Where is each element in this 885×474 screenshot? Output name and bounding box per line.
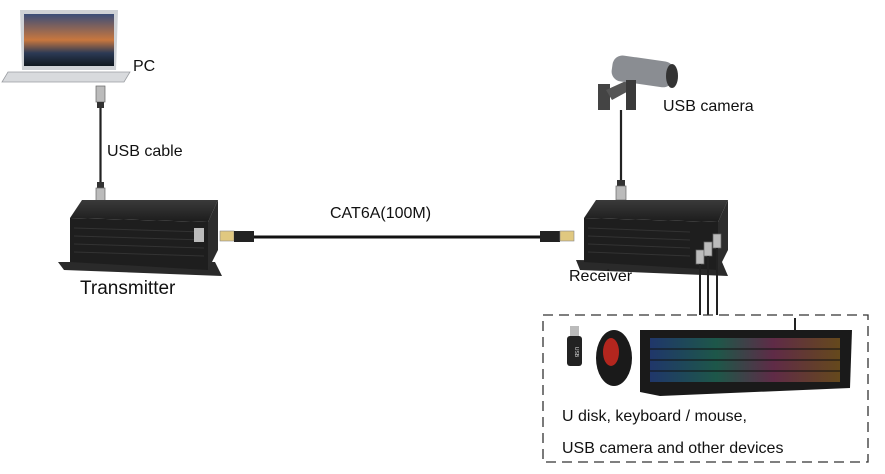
transmitter-device xyxy=(58,200,222,276)
camera-icon xyxy=(598,55,678,110)
cat6a-label: CAT6A(100M) xyxy=(330,205,432,222)
devices-label-line2: USB camera and other devices xyxy=(562,440,784,457)
transmitter-label: Transmitter xyxy=(80,278,176,299)
receiver-usb-cables xyxy=(695,233,722,315)
usb-drive-icon: USB xyxy=(567,326,582,366)
cat6a-cable xyxy=(219,230,575,242)
peripherals-box xyxy=(542,314,869,463)
usb-cable-label: USB cable xyxy=(107,143,183,160)
camera-usb-cable xyxy=(615,110,627,201)
laptop-icon xyxy=(1,10,131,83)
mouse-icon xyxy=(596,330,632,386)
usb-cable xyxy=(95,85,106,203)
devices-label-line1: U disk, keyboard / mouse, xyxy=(562,408,747,425)
receiver-device xyxy=(576,200,728,276)
svg-text:USB: USB xyxy=(573,347,579,358)
receiver-label: Receiver xyxy=(569,268,633,285)
usb-camera-label: USB camera xyxy=(663,98,754,115)
pc-label: PC xyxy=(133,58,156,75)
keyboard-icon xyxy=(640,318,852,396)
